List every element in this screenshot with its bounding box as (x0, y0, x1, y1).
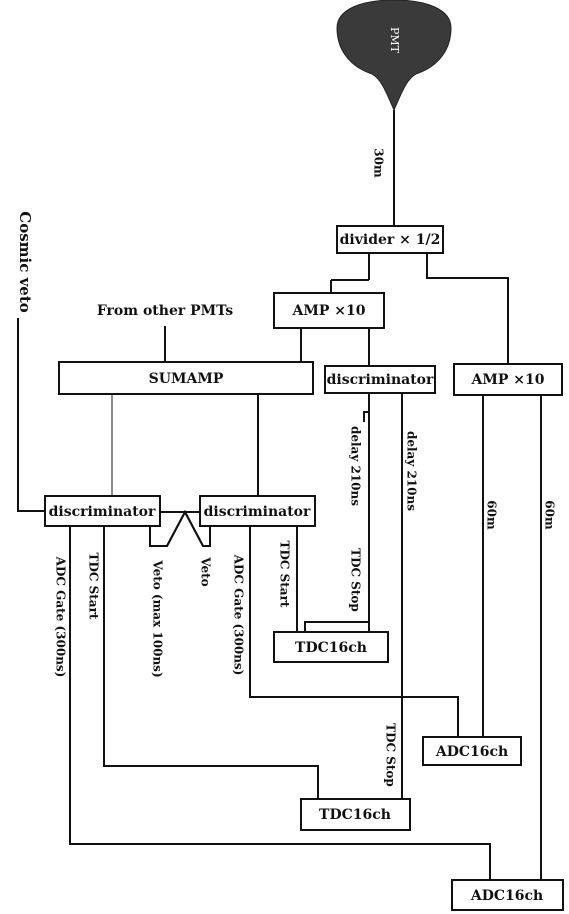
cable-60m-label-2: 60m (543, 500, 557, 530)
discriminator-left-box: discriminator (44, 495, 161, 527)
pmt-symbol: PMT (336, 0, 452, 112)
pmt-cable-label: 30m (372, 148, 386, 178)
cable-60m-label-1: 60m (485, 500, 499, 530)
delay-label-1: delay 210ns (349, 426, 363, 506)
amp-left-box: AMP ×10 (273, 292, 385, 329)
veto-max-label: Veto (max 100ns) (151, 559, 165, 677)
sumamp-box: SUMAMP (58, 361, 314, 395)
amp-left-label: AMP ×10 (292, 303, 366, 319)
discriminator-mid-box: discriminator (199, 495, 316, 527)
connection-wires (17, 110, 542, 880)
discriminator-left-label: discriminator (49, 504, 156, 520)
adc16ch-label-1: ADC16ch (435, 744, 508, 760)
tdc-stop-label-1: TDC Stop (349, 548, 363, 612)
divider-box: divider × 1/2 (336, 225, 444, 254)
divider-label: divider × 1/2 (340, 232, 441, 248)
delay-label-2: delay 210ns (405, 431, 419, 511)
cosmic-veto-label: Cosmic veto (16, 211, 34, 313)
adc-gate-label-mid: ADC Gate (300ns) (232, 554, 246, 676)
discriminator-top-box: discriminator (324, 365, 436, 394)
sumamp-label: SUMAMP (149, 371, 224, 387)
tdc-stop-label-2: TDC Stop (384, 723, 398, 787)
amp-right-label: AMP ×10 (471, 372, 545, 388)
discriminator-top-label: discriminator (327, 372, 434, 388)
discriminator-mid-label: discriminator (204, 504, 311, 520)
adc-gate-label-left: ADC Gate (300ns) (54, 556, 68, 678)
amp-right-box: AMP ×10 (453, 363, 563, 396)
other-pmts-label: From other PMTs (97, 303, 233, 319)
tdc-start-label-mid: TDC Start (278, 541, 292, 608)
tdc16ch-box-2: TDC16ch (300, 798, 411, 831)
tdc-start-label-left: TDC Start (87, 553, 101, 620)
tdc16ch-box-1: TDC16ch (273, 631, 389, 663)
tdc16ch-label-2: TDC16ch (319, 807, 391, 823)
adc16ch-box-2: ADC16ch (451, 879, 564, 911)
tdc16ch-label-1: TDC16ch (295, 640, 367, 656)
veto-label: Veto (199, 556, 213, 586)
adc16ch-box-1: ADC16ch (422, 736, 522, 766)
pmt-label: PMT (388, 27, 401, 54)
adc16ch-label-2: ADC16ch (470, 888, 543, 904)
